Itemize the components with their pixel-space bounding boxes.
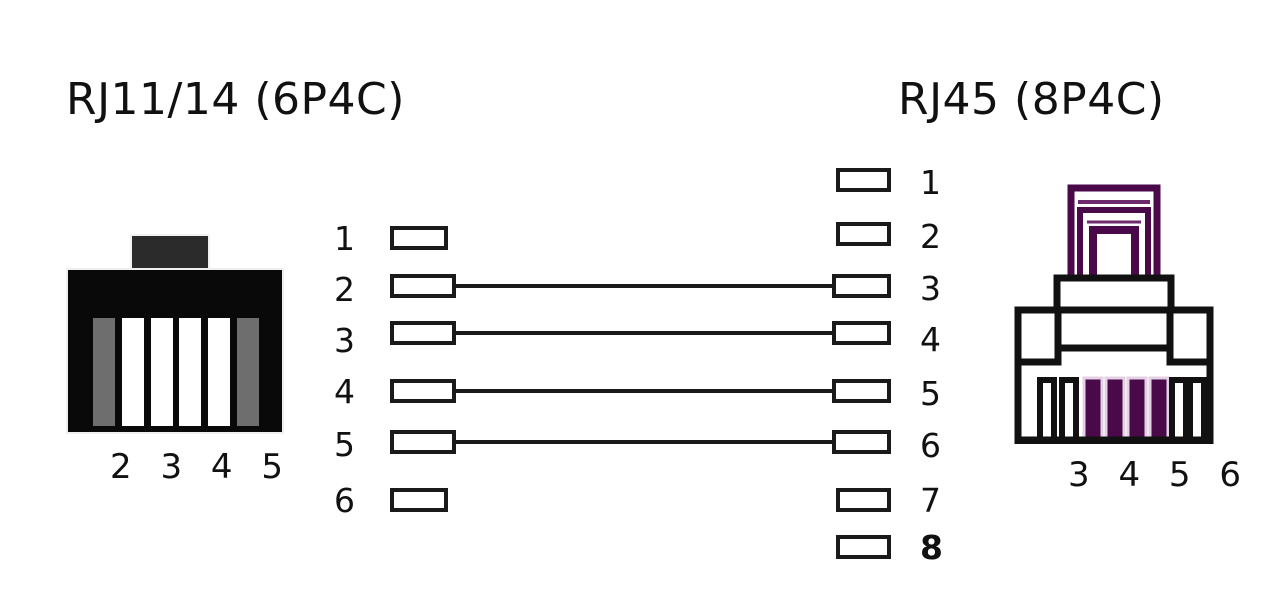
right-pin-pad-3 — [832, 274, 891, 298]
left-pin-pad-2 — [390, 274, 456, 298]
right-pin-number-5: 5 — [920, 374, 941, 413]
rj11-pin-slot-3 — [150, 318, 173, 426]
right-pin-number-8: 8 — [920, 528, 943, 567]
right-pin-pad-6 — [832, 430, 891, 454]
left-connector-title: RJ11/14 (6P4C) — [66, 74, 405, 125]
left-pin-pad-6 — [390, 488, 448, 512]
right-pin-pad-8 — [836, 535, 891, 559]
rj45-plug-svg — [1014, 184, 1214, 444]
rj11-connector-illustration — [66, 234, 284, 440]
right-pin-number-7: 7 — [920, 481, 941, 520]
left-pin-pad-3 — [390, 321, 456, 345]
left-pin-number-4: 4 — [334, 372, 355, 411]
left-pin-number-2: 2 — [334, 270, 355, 309]
rj11-pin-slots — [93, 318, 259, 426]
wire-left5-to-right6 — [454, 440, 834, 444]
left-pin-number-6: 6 — [334, 481, 355, 520]
left-pin-number-1: 1 — [334, 219, 355, 258]
left-pin-pad-4 — [390, 379, 456, 403]
left-pin-pad-1 — [390, 226, 448, 250]
right-connector-title: RJ45 (8P4C) — [898, 74, 1165, 125]
right-pin-number-4: 4 — [920, 320, 941, 359]
rj11-pin-slot-6 — [236, 318, 259, 426]
right-pin-pad-5 — [832, 379, 891, 403]
rj45-connector-illustration — [1000, 182, 1228, 444]
right-pin-number-6: 6 — [920, 426, 941, 465]
wire-left4-to-right5 — [454, 389, 834, 393]
rj45-active-pin-caption: 3 4 5 6 — [1068, 455, 1250, 495]
left-pin-pad-5 — [390, 430, 456, 454]
right-pin-pad-1 — [836, 168, 891, 192]
rj11-pin-slot-5 — [208, 318, 231, 426]
right-pin-number-2: 2 — [920, 217, 941, 256]
rj11-pin-slot-2 — [121, 318, 144, 426]
rj45-shoulder-notches — [1014, 306, 1214, 366]
right-pin-pad-2 — [836, 222, 891, 246]
right-pin-pad-7 — [836, 488, 891, 512]
right-pin-number-3: 3 — [920, 269, 941, 308]
rj11-pin-slot-4 — [179, 318, 202, 426]
rj11-pin-slot-1 — [93, 318, 115, 426]
wire-left2-to-right3 — [454, 284, 834, 288]
left-pin-number-5: 5 — [334, 425, 355, 464]
right-pin-number-1: 1 — [920, 163, 941, 202]
wire-left3-to-right4 — [454, 331, 834, 335]
rj11-active-pin-caption: 2 3 4 5 — [110, 447, 292, 487]
right-pin-pad-4 — [832, 321, 891, 345]
left-pin-number-3: 3 — [334, 321, 355, 360]
